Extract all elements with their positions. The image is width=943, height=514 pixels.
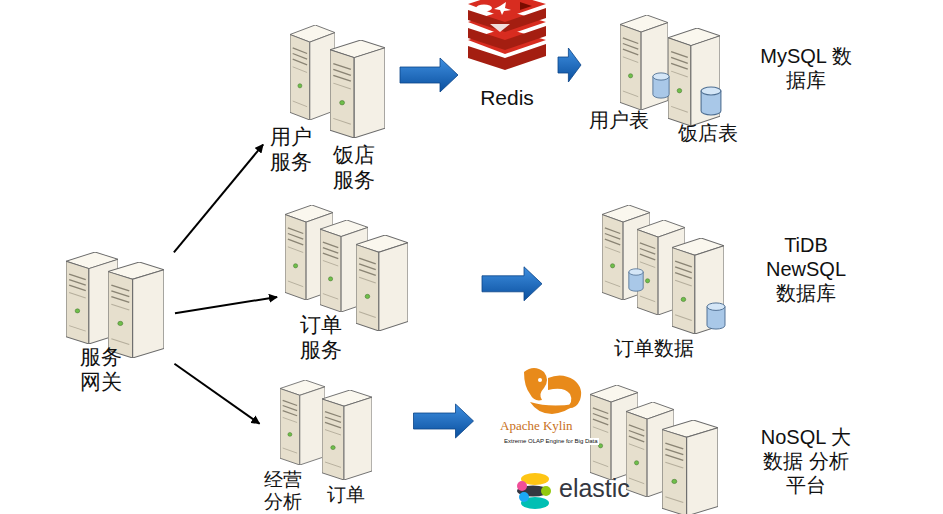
node-label: 用户表 bbox=[589, 109, 664, 133]
server-group: elastic bbox=[512, 470, 646, 512]
server-group: 用户 服务 bbox=[265, 25, 329, 182]
node-label: 服务 网关 bbox=[80, 345, 128, 395]
layer-label: TiDB NewSQL 数据库 bbox=[760, 233, 852, 305]
server-group: 饭店表 bbox=[672, 30, 758, 150]
layer-label: NoSQL 大数据 分析平台 bbox=[760, 425, 852, 497]
data-flow-arrow bbox=[400, 58, 458, 92]
node-label: 订单 bbox=[327, 484, 373, 506]
node-label: 饭店 服务 bbox=[333, 143, 381, 193]
node-label: 用户 服务 bbox=[270, 125, 318, 175]
server-group: 用户表 bbox=[585, 15, 669, 145]
node-label: elastic bbox=[559, 474, 644, 504]
node-label: 经营 分析 bbox=[264, 469, 310, 514]
server-group: Apache KylinExtreme OLAP Engine for Big … bbox=[495, 362, 603, 457]
node-label: 订单 服务 bbox=[300, 313, 348, 363]
data-flow-arrow bbox=[482, 267, 542, 301]
data-flow-arrow bbox=[414, 404, 474, 438]
server-group: 订单数据 bbox=[598, 205, 744, 363]
redis-logo bbox=[468, 0, 546, 70]
node-label: Redis bbox=[462, 86, 552, 111]
request-arrow bbox=[174, 145, 263, 253]
node-label: Extreme OLAP Engine for Big Data bbox=[503, 438, 599, 445]
request-arrow bbox=[174, 364, 259, 424]
server-group: 经营 分析 bbox=[262, 378, 320, 514]
data-flow-arrow bbox=[558, 48, 581, 82]
layer-label: MySQL 数据库 bbox=[760, 44, 852, 92]
server-group: 订单 bbox=[322, 385, 392, 514]
node-label: 订单数据 bbox=[614, 337, 714, 361]
kylin-logo bbox=[524, 368, 581, 414]
server-group: 订单 服务 bbox=[280, 205, 426, 365]
elastic-logo bbox=[517, 473, 551, 509]
request-arrow bbox=[175, 297, 277, 313]
node-label: Apache Kylin bbox=[500, 418, 573, 433]
server-group: 饭店 服务 bbox=[330, 35, 396, 195]
node-label: 饭店表 bbox=[678, 122, 753, 146]
server-group: 服务 网关 bbox=[60, 245, 172, 400]
server-group: Redis bbox=[462, 0, 554, 115]
